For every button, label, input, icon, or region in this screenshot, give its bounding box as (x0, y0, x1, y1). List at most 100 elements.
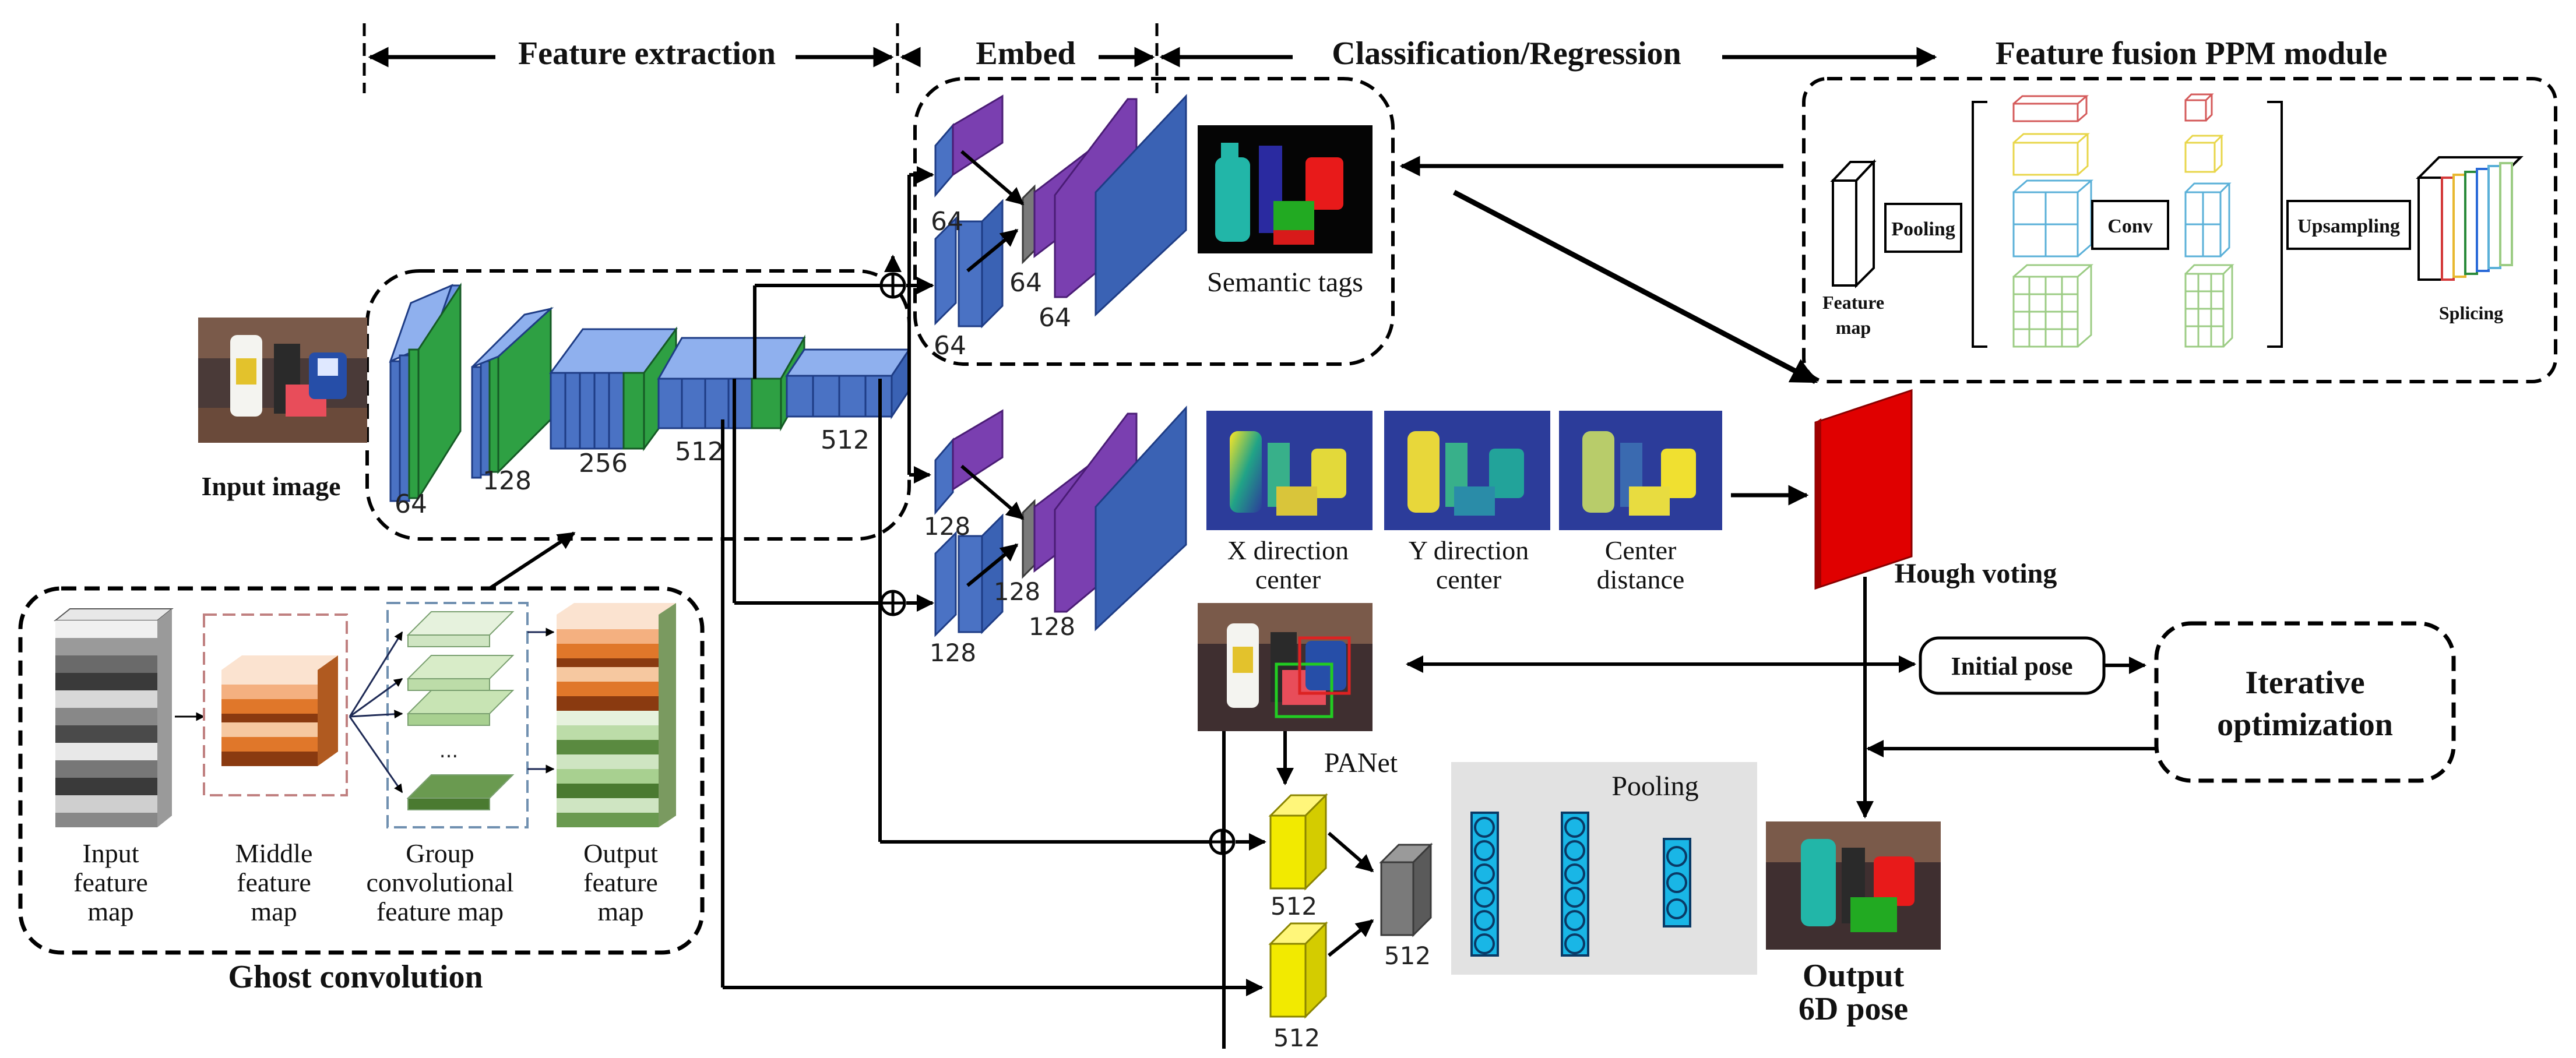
conv-block-64 (389, 282, 462, 502)
ghost-middle-dashed (203, 613, 348, 796)
ghost-dashed-box (18, 586, 705, 955)
ppm-upsampling-box (2286, 200, 2411, 250)
output-label-2: 6D pose (1799, 991, 1908, 1027)
ppm-feature-map-2: map (1836, 317, 1871, 338)
ghost-group-l2: convolutional (367, 867, 514, 897)
header-feature-extraction: Feature extraction (518, 36, 776, 72)
initial-pose-label: Initial pose (1951, 652, 2072, 680)
ghost-middle-l3: map (251, 897, 297, 926)
ppm-splicing-stack (2416, 156, 2524, 281)
ghost-group-layers (406, 611, 515, 810)
iterative-label-2: optimization (2217, 707, 2393, 743)
iterative-label-1: Iterative (2245, 665, 2364, 701)
ghost-input-l2: feature (73, 867, 148, 897)
x-direction-map (1206, 411, 1373, 530)
input-image (198, 318, 367, 443)
conv-block-512a (657, 334, 806, 432)
input-image-label: Input image (202, 471, 341, 501)
channel-256: 256 (579, 449, 628, 478)
backbone: Input image (198, 269, 911, 541)
ppm-pyramid-green (2012, 264, 2094, 348)
center-distance-map (1559, 411, 1722, 530)
ppm-conv-box (2091, 200, 2169, 250)
ghost-input-l1: Input (82, 838, 139, 868)
ppm-conv-out-yellow (2184, 135, 2224, 173)
ppm-pyramid-blue (2012, 179, 2094, 258)
embed-top-ch-d: 64 (1039, 303, 1071, 333)
header-classification-regression: Classification/Regression (1332, 36, 1681, 72)
ghost-fan-arrows (349, 627, 555, 794)
ghost-output-l2: feature (583, 867, 658, 897)
embed-mid-ch-a: 128 (924, 512, 970, 541)
scene-image (1198, 603, 1373, 731)
connections (488, 166, 1266, 996)
conv-block-512b (785, 347, 911, 419)
channel-128: 128 (483, 466, 532, 496)
hough-voting: Hough voting Initial pose Iterative opti… (1406, 389, 2456, 819)
panet-ch-c: 512 (1384, 941, 1431, 970)
ppm-pyramid-yellow (2012, 133, 2090, 176)
channel-512b: 512 (821, 425, 870, 455)
hough-voting-label: Hough voting (1895, 558, 2057, 589)
embed-top-ch-a: 64 (931, 207, 963, 237)
ghost-group-l1: Group (406, 838, 474, 868)
embed-mid-ch-b: 128 (930, 639, 976, 667)
y-direction-label-2: center (1436, 565, 1501, 594)
ppm-conv-out-red (2184, 93, 2214, 122)
embed-mid-ch-d: 128 (1029, 612, 1075, 641)
ppm-conv-out-blue (2184, 182, 2232, 258)
pooling-panel-label: Pooling (1611, 771, 1698, 802)
ghost-output-l3: map (597, 897, 643, 926)
ppm-module: Feature map Pooling Conv (1802, 77, 2557, 383)
semantic-tags-image (1198, 125, 1373, 253)
ghost-output-l1: Output (583, 838, 658, 868)
ppm-pyramid-red (2012, 95, 2089, 122)
conv-block-128 (471, 306, 554, 479)
ppm-pooling-label: Pooling (1891, 218, 1955, 240)
embed-top-ch-b: 64 (934, 331, 966, 361)
embed-top-ch-c: 64 (1009, 268, 1042, 298)
output-6d-pose: Output 6D pose (1766, 821, 1941, 1027)
y-direction-map (1384, 411, 1550, 530)
ghost-middle-l1: Middle (235, 838, 313, 868)
panet: PANet 512 512 512 Pooling (1222, 731, 1757, 1052)
embed-mid: 128 128 128 128 (924, 405, 1187, 667)
pooling-panel (1451, 762, 1757, 975)
ghost-dots: ... (439, 739, 458, 763)
x-direction-label-1: X direction (1227, 535, 1349, 565)
conv-block-256 (549, 326, 678, 452)
center-distance-label-2: distance (1597, 565, 1685, 594)
ppm-splicing-label: Splicing (2439, 302, 2503, 323)
x-direction-label-2: center (1255, 565, 1321, 594)
ghost-group-l3: feature map (376, 897, 504, 926)
panet-label: PANet (1324, 747, 1398, 778)
header-embed: Embed (976, 36, 1075, 72)
semantic-tags-label: Semantic tags (1207, 267, 1363, 298)
output-label-1: Output (1803, 958, 1905, 994)
embed-mid-ch-c: 128 (994, 577, 1040, 606)
ppm-conv-out-green (2184, 264, 2234, 348)
regression-maps: X direction center Y direction center Ce… (1206, 411, 1809, 594)
iterative-optimization-box (2154, 621, 2456, 783)
pooling-columns (1470, 812, 1691, 957)
channel-64: 64 (395, 489, 427, 519)
ppm-dashed-box (1802, 77, 2557, 383)
center-distance-label-1: Center (1605, 535, 1677, 565)
ghost-middle-stack (221, 655, 338, 766)
ghost-title: Ghost convolution (228, 959, 483, 995)
panet-ch-a: 512 (1271, 892, 1317, 921)
header: Feature extraction Embed Classification/… (363, 23, 2387, 93)
embed-top-dashed-box (913, 77, 1395, 366)
channel-512a: 512 (675, 437, 724, 467)
embed-top: 64 64 64 64 Semantic tags (913, 77, 1395, 366)
panet-ch-b: 512 (1273, 1024, 1320, 1052)
ghost-input-l3: map (87, 897, 133, 926)
y-direction-label-1: Y direction (1409, 535, 1529, 565)
ppm-upsampling-label: Upsampling (2297, 216, 2400, 237)
ghost-input-stack (54, 608, 174, 827)
ppm-pooling-box (1884, 203, 1962, 253)
header-feature-fusion: Feature fusion PPM module (1996, 36, 2387, 72)
ghost-output-stack (557, 603, 676, 827)
ghost-middle-l2: feature (237, 867, 311, 897)
